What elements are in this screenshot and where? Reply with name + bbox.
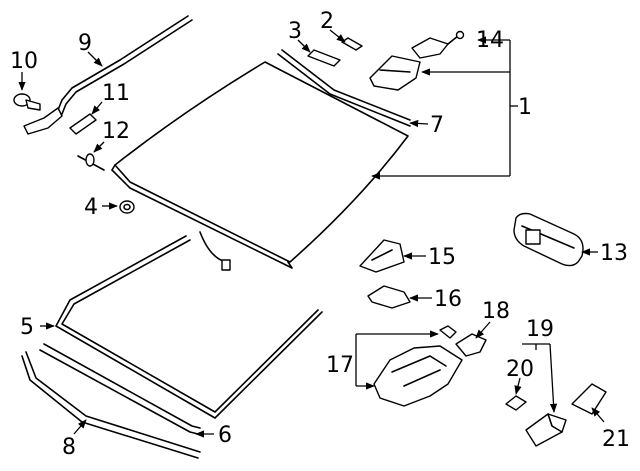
part-tape-3 bbox=[307, 49, 341, 67]
part-windshield-glass bbox=[111, 61, 409, 271]
callout-14: 14 bbox=[476, 28, 504, 53]
part-rearview-mirror bbox=[513, 212, 584, 267]
part-cover-15 bbox=[359, 239, 405, 273]
callout-15: 15 bbox=[428, 245, 456, 270]
callout-20: 20 bbox=[506, 357, 534, 382]
part-upper-molding bbox=[277, 49, 411, 127]
part-nut-4 bbox=[119, 200, 135, 214]
part-bracket-16 bbox=[367, 285, 411, 309]
callout-16: 16 bbox=[434, 287, 462, 312]
callout-10: 10 bbox=[10, 49, 38, 74]
callout-18: 18 bbox=[482, 299, 510, 324]
callout-13: 13 bbox=[600, 241, 628, 266]
part-console-17 bbox=[373, 325, 463, 407]
callout-7: 7 bbox=[430, 113, 444, 138]
leader-lines bbox=[18, 29, 605, 438]
callout-9: 9 bbox=[78, 31, 92, 56]
callout-4: 4 bbox=[84, 195, 98, 220]
callout-1: 1 bbox=[518, 95, 532, 120]
part-pad-20 bbox=[505, 395, 527, 411]
callout-21: 21 bbox=[602, 427, 630, 452]
part-pad-11 bbox=[69, 113, 97, 135]
part-clip-18 bbox=[455, 333, 487, 357]
callout-19: 19 bbox=[526, 317, 554, 342]
part-roof-molding bbox=[23, 15, 193, 135]
part-clip-10 bbox=[13, 93, 41, 111]
callout-3: 3 bbox=[288, 19, 302, 44]
callout-17: 17 bbox=[326, 353, 354, 378]
part-sensor-bracket bbox=[369, 30, 465, 91]
callout-8: 8 bbox=[62, 435, 76, 460]
part-cowl-seal bbox=[21, 351, 201, 459]
callout-12: 12 bbox=[102, 119, 130, 144]
part-seal-5 bbox=[55, 235, 323, 419]
callout-2: 2 bbox=[320, 9, 334, 34]
part-cover-21 bbox=[571, 383, 607, 415]
part-tape-2 bbox=[341, 37, 363, 51]
callout-11: 11 bbox=[102, 81, 130, 106]
part-lamp-19 bbox=[525, 413, 567, 447]
callout-5: 5 bbox=[20, 315, 34, 340]
part-pin-12 bbox=[77, 153, 105, 171]
callout-6: 6 bbox=[218, 423, 232, 448]
